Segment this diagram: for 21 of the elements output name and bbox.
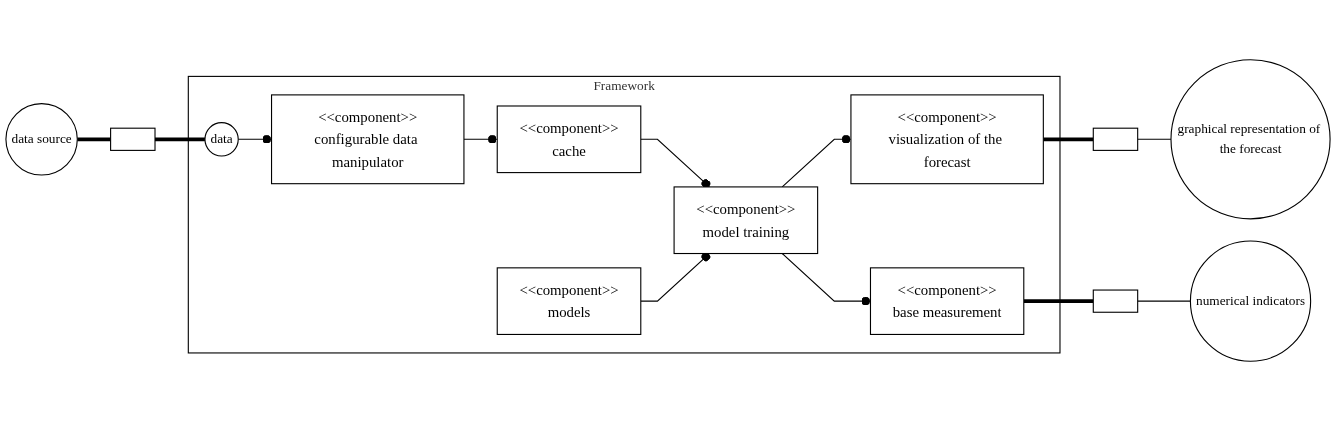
node-box: [1092, 127, 1139, 151]
node-circle: data: [204, 122, 239, 157]
node-box: <<component>> model training: [673, 186, 819, 255]
node-box: <<component>> base measurement: [869, 267, 1025, 335]
connector: [155, 137, 205, 142]
node-box: <<component>> visualization of the forecast: [850, 94, 1044, 185]
node-box: [110, 127, 156, 151]
node-box: <<component>> cache: [496, 105, 642, 174]
node-box: [1092, 289, 1139, 313]
connector: [1023, 299, 1094, 303]
connector: [77, 137, 111, 142]
node-circle: graphical representation of the forecast: [1170, 59, 1331, 220]
connector: [1137, 138, 1172, 140]
node-box: <<component>> configurable data manipulator: [271, 94, 465, 185]
connector: [640, 252, 711, 302]
connector: [1137, 300, 1191, 302]
node-circle: data source: [5, 103, 78, 176]
connector: [1043, 137, 1094, 142]
connector: [463, 134, 498, 144]
node-box: <<component>> models: [496, 267, 642, 335]
node-circle: numerical indicators: [1189, 240, 1312, 362]
